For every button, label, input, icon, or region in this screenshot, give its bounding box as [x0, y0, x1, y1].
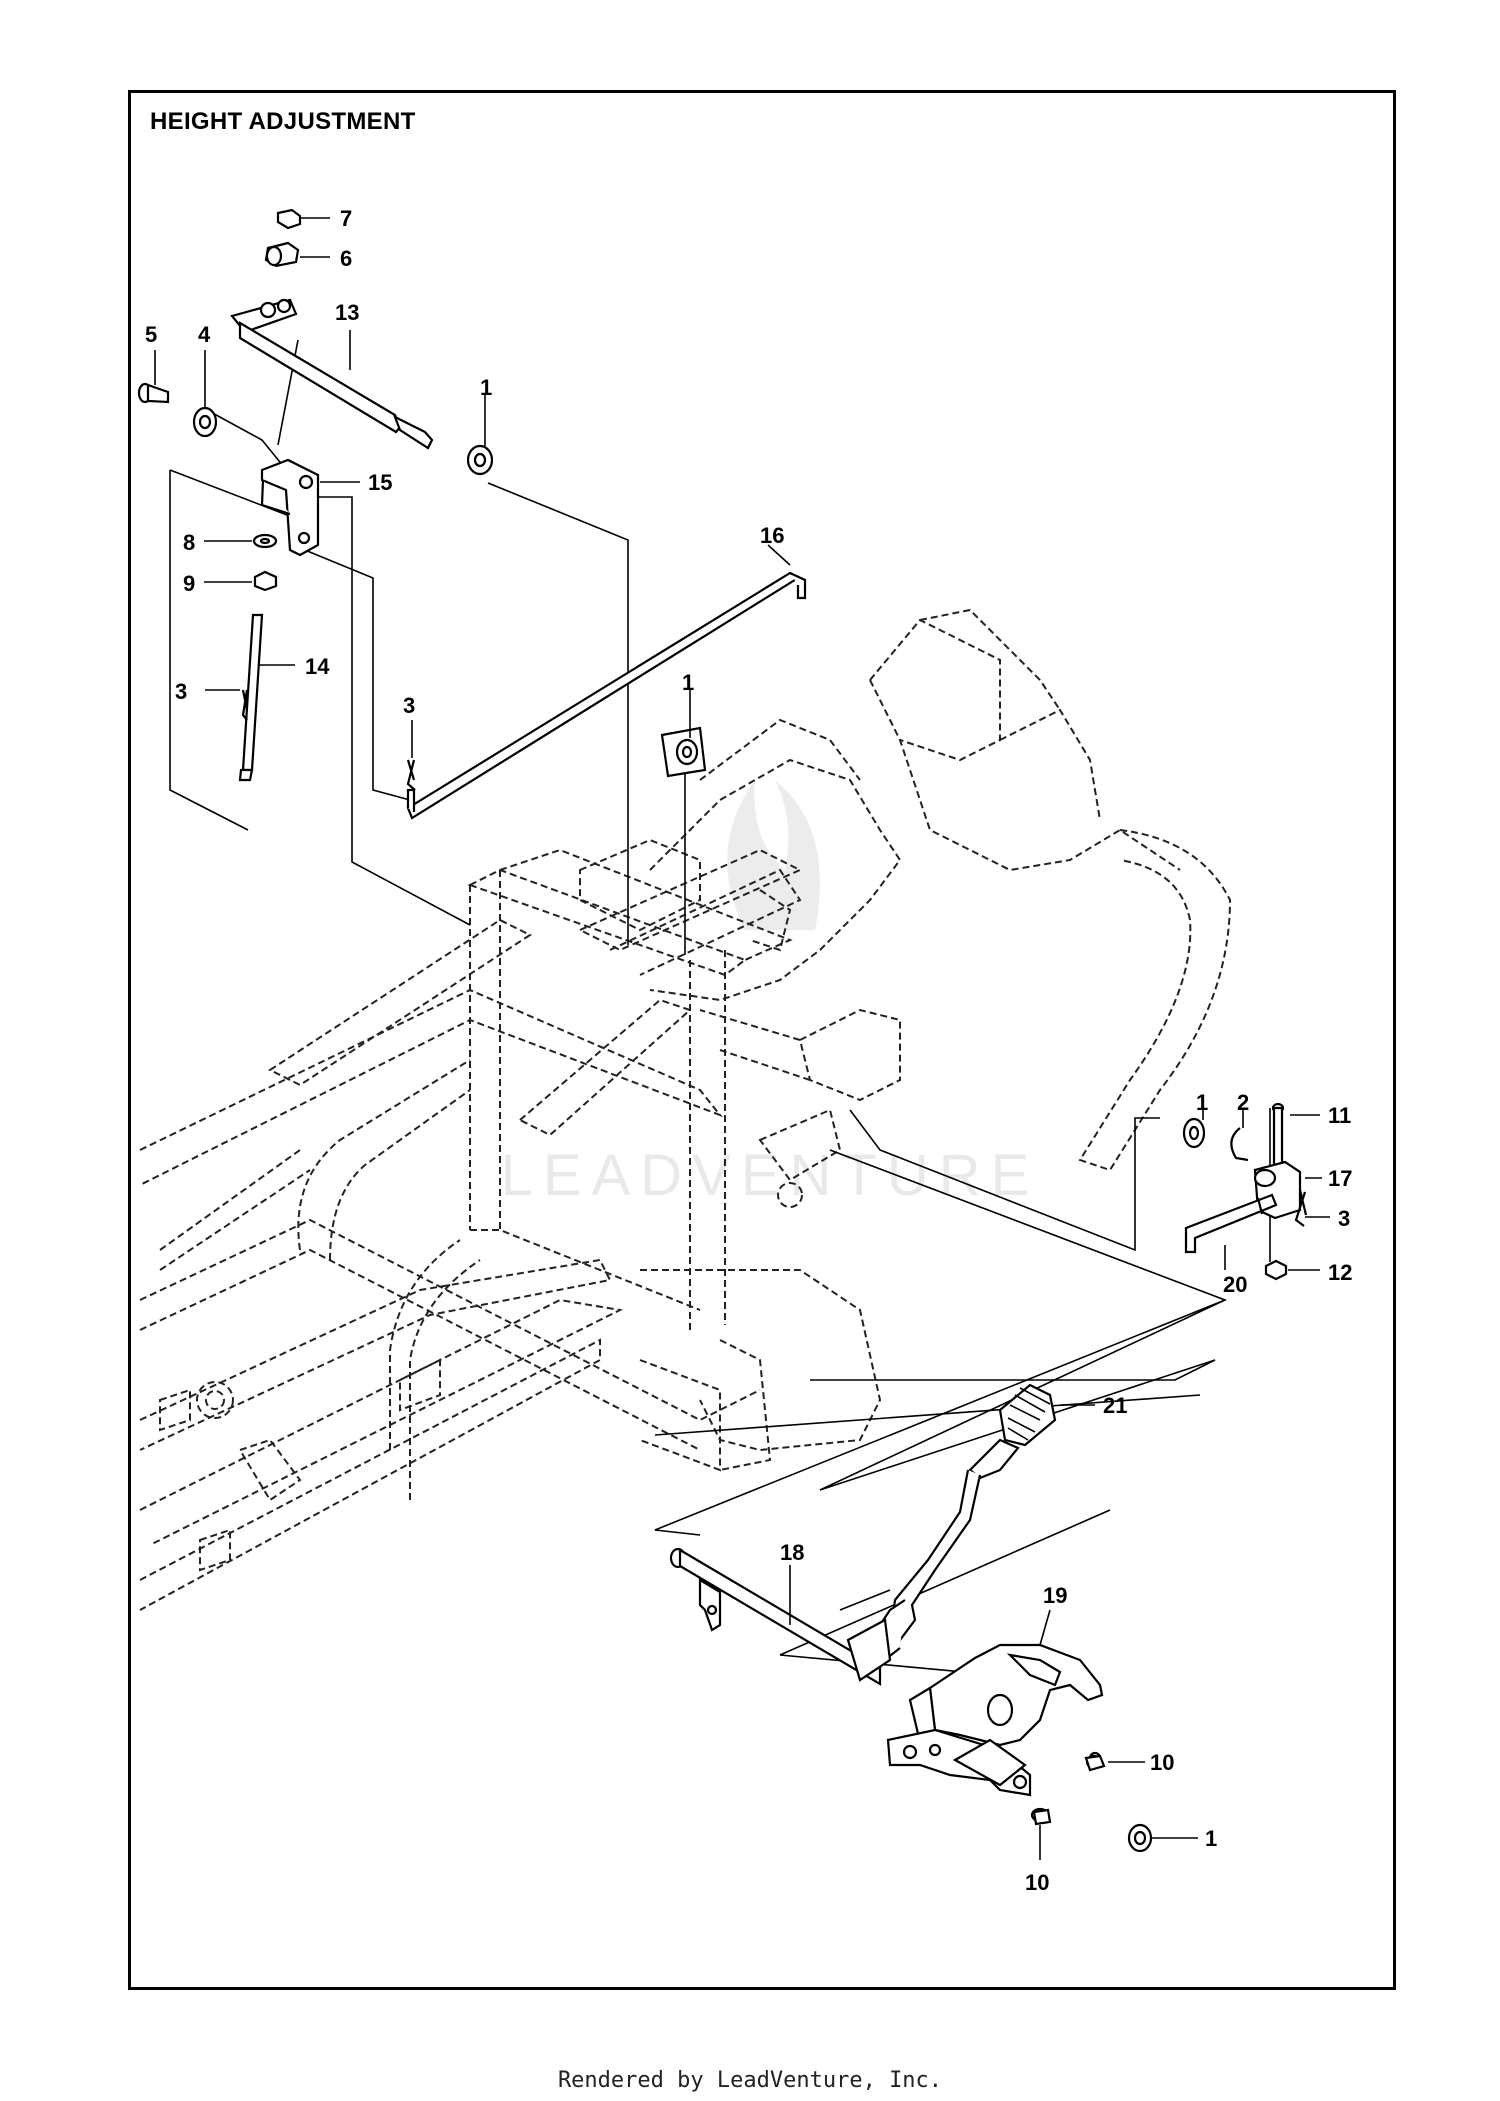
callout: 1 [480, 375, 492, 400]
callout: 3 [403, 693, 415, 718]
bushing-1-bottom [1127, 1823, 1198, 1853]
rod-13 [230, 298, 434, 450]
rod-16 [406, 544, 807, 820]
callout: 3 [1338, 1206, 1350, 1231]
callout: 9 [183, 571, 195, 596]
nut-9 [204, 570, 278, 592]
bushing-1-top [466, 395, 494, 476]
callout: 1 [682, 670, 694, 695]
parts [137, 208, 1330, 1860]
callout: 4 [198, 322, 211, 347]
hairpin-3-right [1294, 1189, 1330, 1227]
diagram-frame [128, 90, 1396, 1990]
callout: 3 [175, 679, 187, 704]
callout: 5 [145, 322, 157, 347]
callout: 12 [1328, 1260, 1352, 1285]
watermark-text: LEADVENTURE [501, 1143, 1040, 1208]
shaft-18 [669, 1547, 892, 1686]
hairpin-3-mid [406, 720, 416, 791]
watermark: LEADVENTURE [501, 780, 1040, 1208]
callout: 10 [1150, 1750, 1174, 1775]
callout: 16 [760, 523, 784, 548]
callout: 14 [305, 654, 330, 679]
callout: 7 [340, 206, 352, 231]
bolt-5 [137, 350, 170, 404]
pin-6 [264, 241, 330, 268]
bolt-10-lower [1030, 1807, 1052, 1860]
callout: 11 [1328, 1103, 1351, 1128]
bushing-1-right [1182, 1110, 1206, 1149]
footer-text: Rendered by LeadVenture, Inc. [557, 2068, 943, 2093]
callout: 8 [183, 530, 195, 555]
rod-14 [238, 613, 295, 782]
callout: 10 [1025, 1870, 1049, 1895]
pin-11 [1271, 1102, 1320, 1172]
clip-2 [1230, 1110, 1249, 1162]
callout: 1 [1196, 1090, 1208, 1115]
lever-21 [858, 1383, 1095, 1672]
washer-8 [204, 533, 278, 549]
leader-lines [169, 309, 1271, 1681]
callout: 20 [1223, 1272, 1247, 1297]
nut-7 [276, 208, 330, 230]
bolt-10-upper [1084, 1754, 1145, 1772]
nut-12 [1264, 1259, 1320, 1281]
bushing-1-mid [660, 690, 707, 778]
callout: 1 [1205, 1826, 1217, 1851]
pedal-19 [908, 1609, 1104, 1747]
diagram-title: HEIGHT ADJUSTMENT [150, 108, 416, 135]
callout: 2 [1237, 1090, 1249, 1115]
callout: 6 [340, 246, 352, 271]
callout: 17 [1328, 1166, 1352, 1191]
washer-4 [192, 350, 218, 438]
arm-20 [1184, 1193, 1278, 1270]
callouts: 7 6 13 5 4 1 15 16 8 9 14 3 3 1 1 2 11 1… [145, 206, 1352, 1895]
callout: 18 [780, 1540, 804, 1565]
callout: 19 [1043, 1583, 1067, 1608]
callout: 13 [335, 300, 359, 325]
callout: 15 [368, 470, 392, 495]
callout: 21 [1103, 1393, 1127, 1418]
hairpin-3-left [205, 689, 249, 721]
bracket-lower [886, 1728, 1102, 1797]
bracket-15 [260, 458, 360, 557]
